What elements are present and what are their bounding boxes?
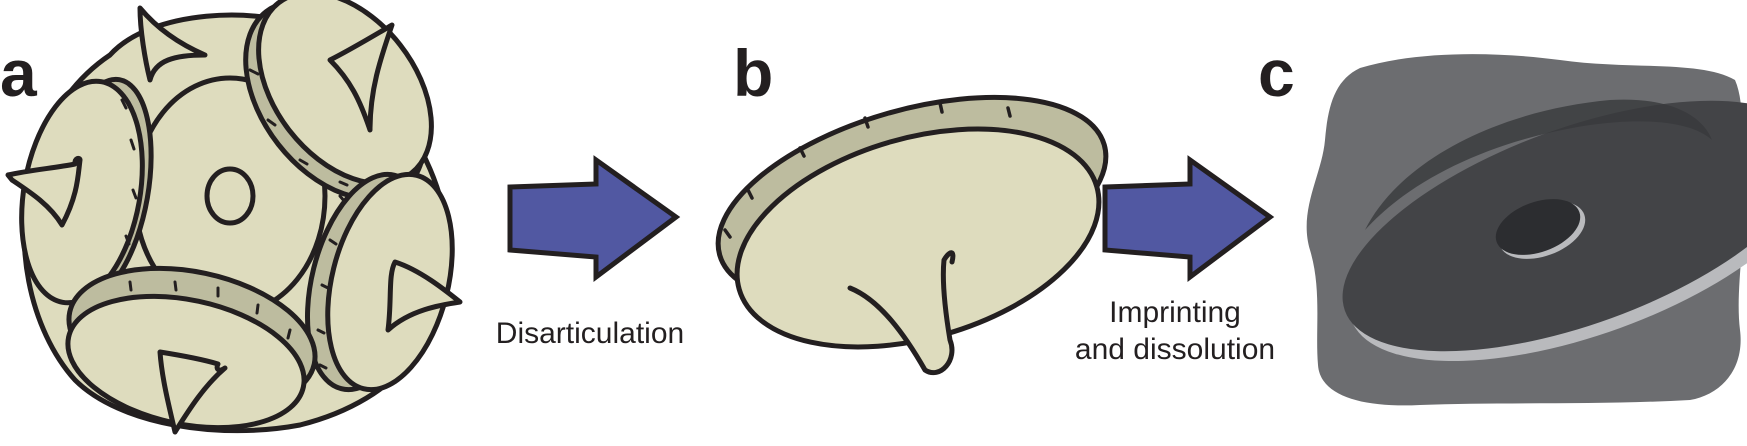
arrow-imprinting	[1102, 155, 1275, 282]
arrow-disarticulation	[507, 155, 681, 282]
step-caption-line: and dissolution	[1074, 332, 1276, 366]
panel-label-b: b	[733, 36, 774, 110]
imprint-mould-illustration	[1306, 54, 1747, 406]
step-caption-imprinting: Imprinting and dissolution	[1045, 295, 1305, 368]
bottom-coccolith	[65, 265, 318, 435]
single-coccolith-illustration	[715, 94, 1109, 376]
coccosphere-illustration	[5, 0, 463, 435]
step-caption-line: Imprinting	[1109, 296, 1241, 329]
panel-label-c: c	[1258, 36, 1295, 110]
step-caption-disarticulation: Disarticulation	[460, 316, 720, 353]
right-coccolith	[304, 171, 463, 393]
step-caption-line: Disarticulation	[495, 317, 685, 350]
panel-label-a: a	[0, 36, 37, 110]
top-right-coccolith	[243, 0, 434, 202]
spine	[137, 5, 208, 83]
